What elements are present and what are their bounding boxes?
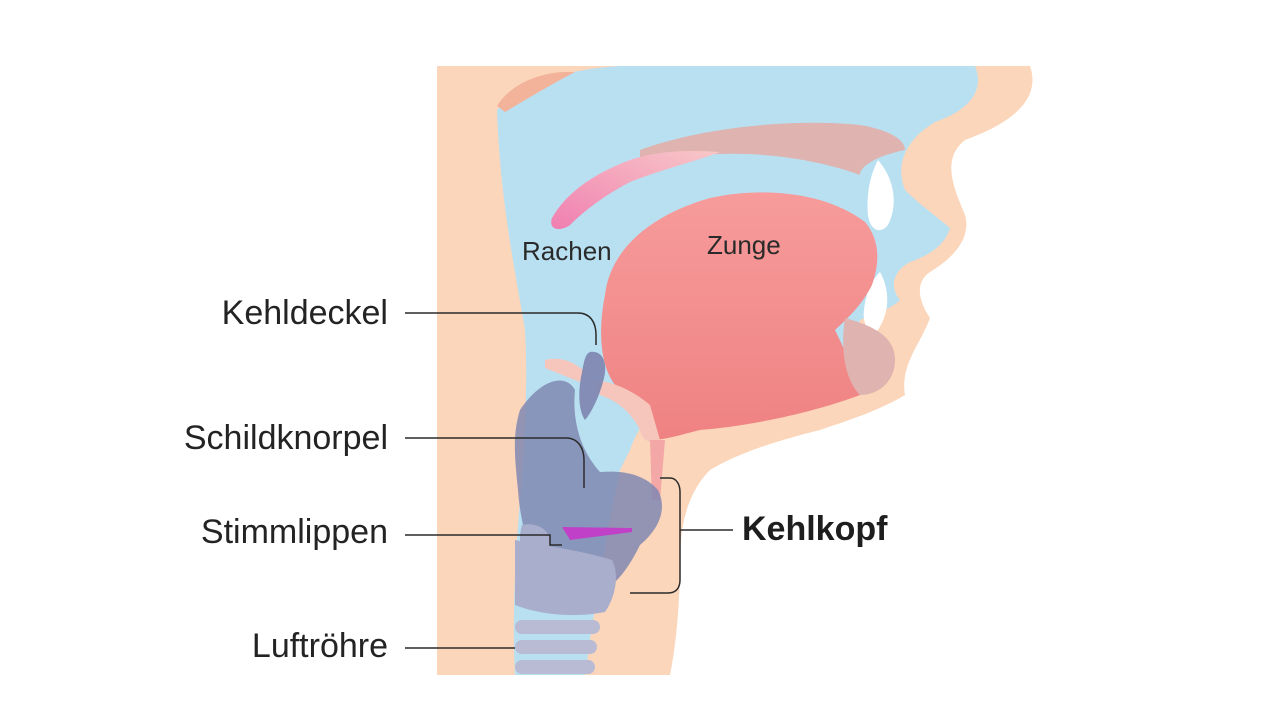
epiglottis bbox=[579, 351, 606, 420]
leader-stimmlippen bbox=[405, 534, 562, 546]
trachea-ring bbox=[515, 640, 597, 654]
cricoid-cartilage bbox=[515, 540, 616, 616]
thyroid-cartilage bbox=[514, 380, 662, 592]
trachea-ring bbox=[515, 660, 595, 674]
leader-kehldeckel bbox=[405, 312, 597, 345]
hyoid-horn bbox=[545, 358, 585, 382]
leader-schildknorpel bbox=[405, 437, 585, 488]
label-luftroehre: Luftröhre bbox=[251, 627, 388, 665]
nose-bump bbox=[497, 71, 575, 112]
tongue bbox=[601, 192, 878, 440]
palate bbox=[640, 122, 905, 175]
lower-lip bbox=[843, 318, 895, 395]
lower-teeth bbox=[863, 272, 888, 332]
label-stimmlippen: Stimmlippen bbox=[200, 513, 388, 551]
soft-palate bbox=[551, 150, 720, 230]
kehlkopf-bracket bbox=[630, 477, 681, 594]
label-rachen: Rachen bbox=[522, 236, 612, 266]
trachea-ring bbox=[515, 620, 600, 634]
arytenoid bbox=[520, 524, 550, 559]
label-kehlkopf: Kehlkopf bbox=[742, 510, 888, 548]
upper-teeth bbox=[867, 160, 894, 231]
label-zunge: Zunge bbox=[707, 230, 781, 260]
label-schildknorpel: Schildknorpel bbox=[183, 419, 388, 457]
pink-ligament bbox=[650, 440, 665, 500]
vocal-folds bbox=[562, 527, 632, 540]
label-kehldeckel: Kehldeckel bbox=[221, 294, 388, 332]
hyoid-bone bbox=[595, 380, 660, 442]
